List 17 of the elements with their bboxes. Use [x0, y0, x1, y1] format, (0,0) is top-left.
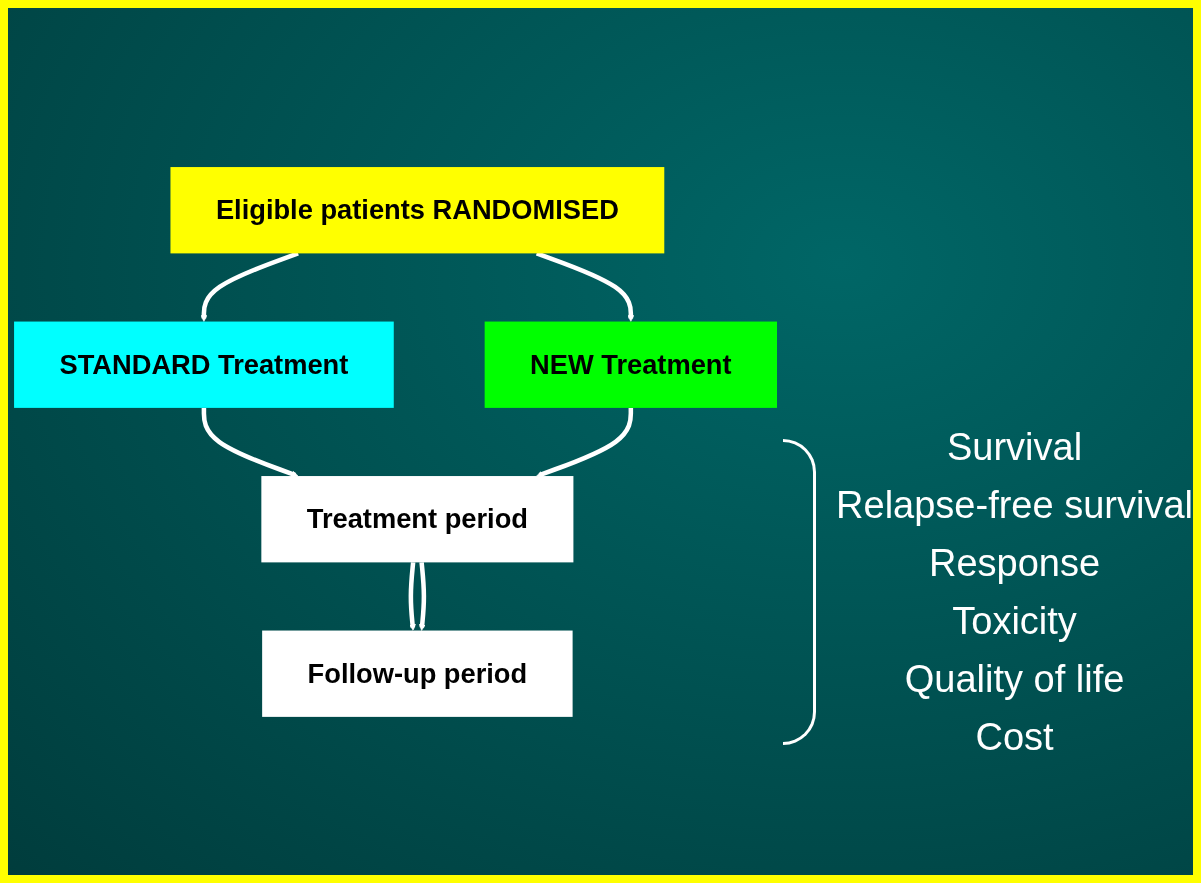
arrow — [201, 407, 299, 477]
arrow — [418, 561, 427, 631]
node-box: STANDARD Treatment — [14, 321, 394, 408]
outcome-label: Cost — [975, 714, 1054, 760]
outcome-label: Quality of life — [904, 656, 1125, 702]
outcome-label: Response — [928, 540, 1101, 586]
node-box: Follow-up period — [262, 630, 573, 717]
arrow — [200, 250, 299, 322]
node-box: Eligible patients RANDOMISED — [170, 166, 665, 253]
outcome-label: Relapse-free survival — [836, 482, 1193, 528]
arrow — [535, 250, 635, 322]
arrow — [408, 561, 416, 631]
outcome-label: Survival — [946, 424, 1083, 470]
outcome-label: Toxicity — [952, 598, 1077, 644]
arrow — [536, 407, 634, 477]
node-box: NEW Treatment — [484, 321, 777, 408]
node-box: Treatment period — [261, 475, 574, 562]
